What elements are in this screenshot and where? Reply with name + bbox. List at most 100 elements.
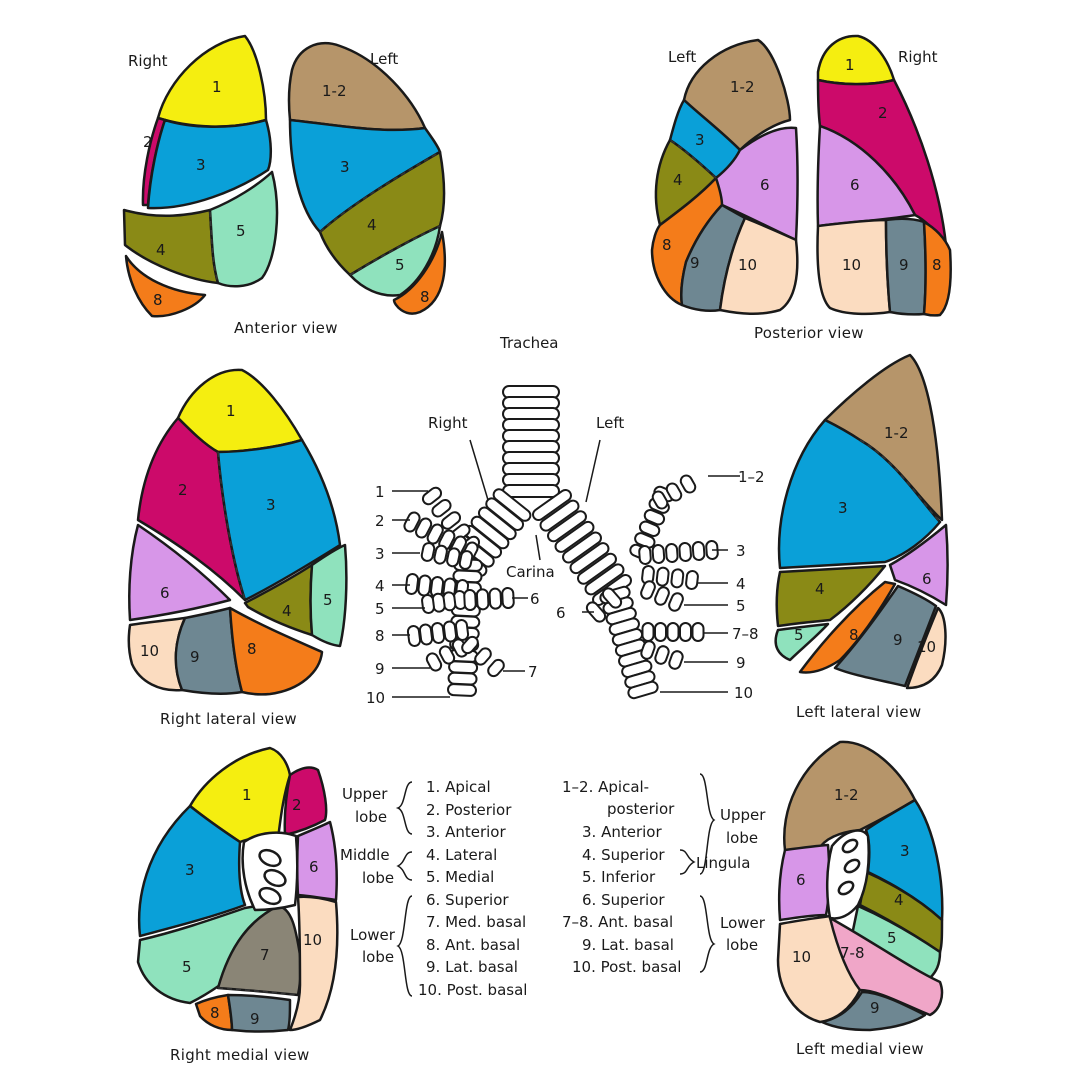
seg-label: 10 (917, 638, 936, 656)
right-lateral-seg-8 (228, 606, 324, 696)
bronchus-ring (475, 588, 490, 611)
bronchus-ring (577, 552, 617, 585)
bronchus-ring (454, 619, 470, 641)
bronchus-ring (532, 488, 572, 522)
bronchus-ring (447, 683, 477, 697)
dashed-borders (209, 139, 941, 996)
seg-label: 9 (250, 1010, 260, 1028)
legend-left-upper-lobe-2: lobe (726, 829, 758, 847)
caption-anterior: Anterior view (234, 319, 338, 337)
legend-item: 7–8. Ant. basal (562, 913, 673, 931)
bronchus-ring (638, 545, 652, 565)
bronchus-label: 6 (530, 590, 540, 608)
seg-label: 10 (842, 256, 861, 274)
bronchus-ring (433, 544, 448, 565)
trachea-label: Trachea (499, 334, 559, 352)
seg-label: 1 (845, 56, 855, 74)
seg-label: 5 (794, 626, 804, 644)
seg-label: 5 (236, 222, 246, 240)
legend-item: posterior (607, 800, 675, 818)
bronchus-ring (438, 645, 456, 665)
bronchial-tree (403, 385, 719, 700)
bronchus-ring (679, 622, 692, 642)
bronchus-ring (679, 474, 697, 494)
hilum-vessels (258, 838, 861, 906)
seg-label: 3 (900, 842, 910, 860)
legend-item: 2. Posterior (426, 801, 512, 819)
right-lateral-view (127, 368, 348, 696)
left-medial-seg-9 (820, 990, 927, 1032)
seg-label: 4 (673, 171, 683, 189)
legend-item: 7. Med. basal (426, 913, 526, 931)
bronchus-ring (446, 547, 461, 568)
bronchus-ring (404, 573, 420, 595)
bronchus-ring (601, 587, 623, 609)
legend-item: 1. Apical (426, 778, 491, 796)
bronchus-ring (640, 640, 656, 660)
bronchus-label: 1–2 (738, 468, 765, 486)
bronchus-ring (430, 622, 446, 644)
anterior-right-seg-3 (146, 118, 272, 210)
anterior-left-seg-12 (287, 42, 427, 132)
bronchus-label: 8 (375, 627, 385, 645)
left-medial-seg-12 (783, 740, 917, 852)
bronchus-ring (448, 660, 479, 675)
seg-label: 5 (395, 256, 405, 274)
legend-item: 5. Inferior (582, 868, 656, 886)
seg-label: 9 (690, 254, 700, 272)
seg-label: 2 (878, 104, 888, 122)
seg-label: 10 (140, 642, 159, 660)
left-lateral-seg-5 (774, 622, 830, 662)
bronchus-ring (638, 520, 661, 538)
seg-label: 10 (738, 256, 757, 274)
legend-item: 10. Post. basal (572, 958, 681, 976)
bronchus-ring (463, 589, 477, 611)
bronchus-ring (666, 622, 680, 642)
right-medial-seg-7 (216, 904, 303, 997)
legend-item: 3. Anterior (426, 823, 506, 841)
bronchus-ring (670, 568, 685, 589)
bronchus-ring (627, 680, 659, 700)
bronchus-ring (406, 625, 422, 647)
bronchus-ring (431, 498, 452, 518)
legend-item: 10. Post. basal (418, 981, 527, 999)
seg-label: 1-2 (884, 424, 909, 442)
bronchus-label: 10 (366, 689, 385, 707)
bronchus-ring (640, 580, 656, 600)
legend: Upper lobe Middle lobe Lower lobe 1. Api… (340, 773, 766, 999)
bronchus-label: 5 (736, 597, 746, 615)
bronchus-ring (654, 586, 670, 606)
anterior-left-seg-8 (392, 230, 447, 315)
posterior-view (650, 34, 952, 317)
bronchus-ring (418, 623, 434, 646)
right-medial-seg-9 (226, 993, 292, 1033)
left-lateral-seg-4 (775, 564, 887, 628)
legend-item: 3. Anterior (582, 823, 662, 841)
seg-label: 9 (893, 631, 903, 649)
left-lateral-seg-10 (905, 606, 947, 690)
seg-label: 4 (282, 602, 292, 620)
bronchus-ring (569, 542, 610, 575)
bronchus-ring (584, 563, 625, 596)
posterior-right-seg-8 (922, 220, 952, 317)
anterior-left-label: Left (370, 50, 398, 68)
posterior-left-label: Left (668, 48, 696, 66)
seg-label: 1-2 (322, 82, 347, 100)
bronchus-ring (447, 671, 478, 686)
bronchus-label: 5 (375, 600, 385, 618)
seg-label: 3 (695, 131, 705, 149)
seg-label: 1-2 (834, 786, 859, 804)
anterior-right-seg-5 (208, 170, 279, 288)
bronchi-right-label: Right (428, 414, 468, 432)
right-medial-seg-2 (283, 766, 328, 837)
bronchus-ring (539, 499, 580, 532)
bronchus-ring (452, 569, 483, 584)
legend-item: 5. Medial (426, 868, 494, 886)
bronchus-ring (678, 542, 692, 562)
bronchus-label: 7 (528, 663, 538, 681)
seg-label: 8 (153, 291, 163, 309)
legend-item: 1–2. Apical- (562, 778, 649, 796)
caption-posterior: Posterior view (754, 324, 864, 342)
bronchus-ring (651, 490, 669, 510)
bronchus-ring (487, 658, 505, 678)
